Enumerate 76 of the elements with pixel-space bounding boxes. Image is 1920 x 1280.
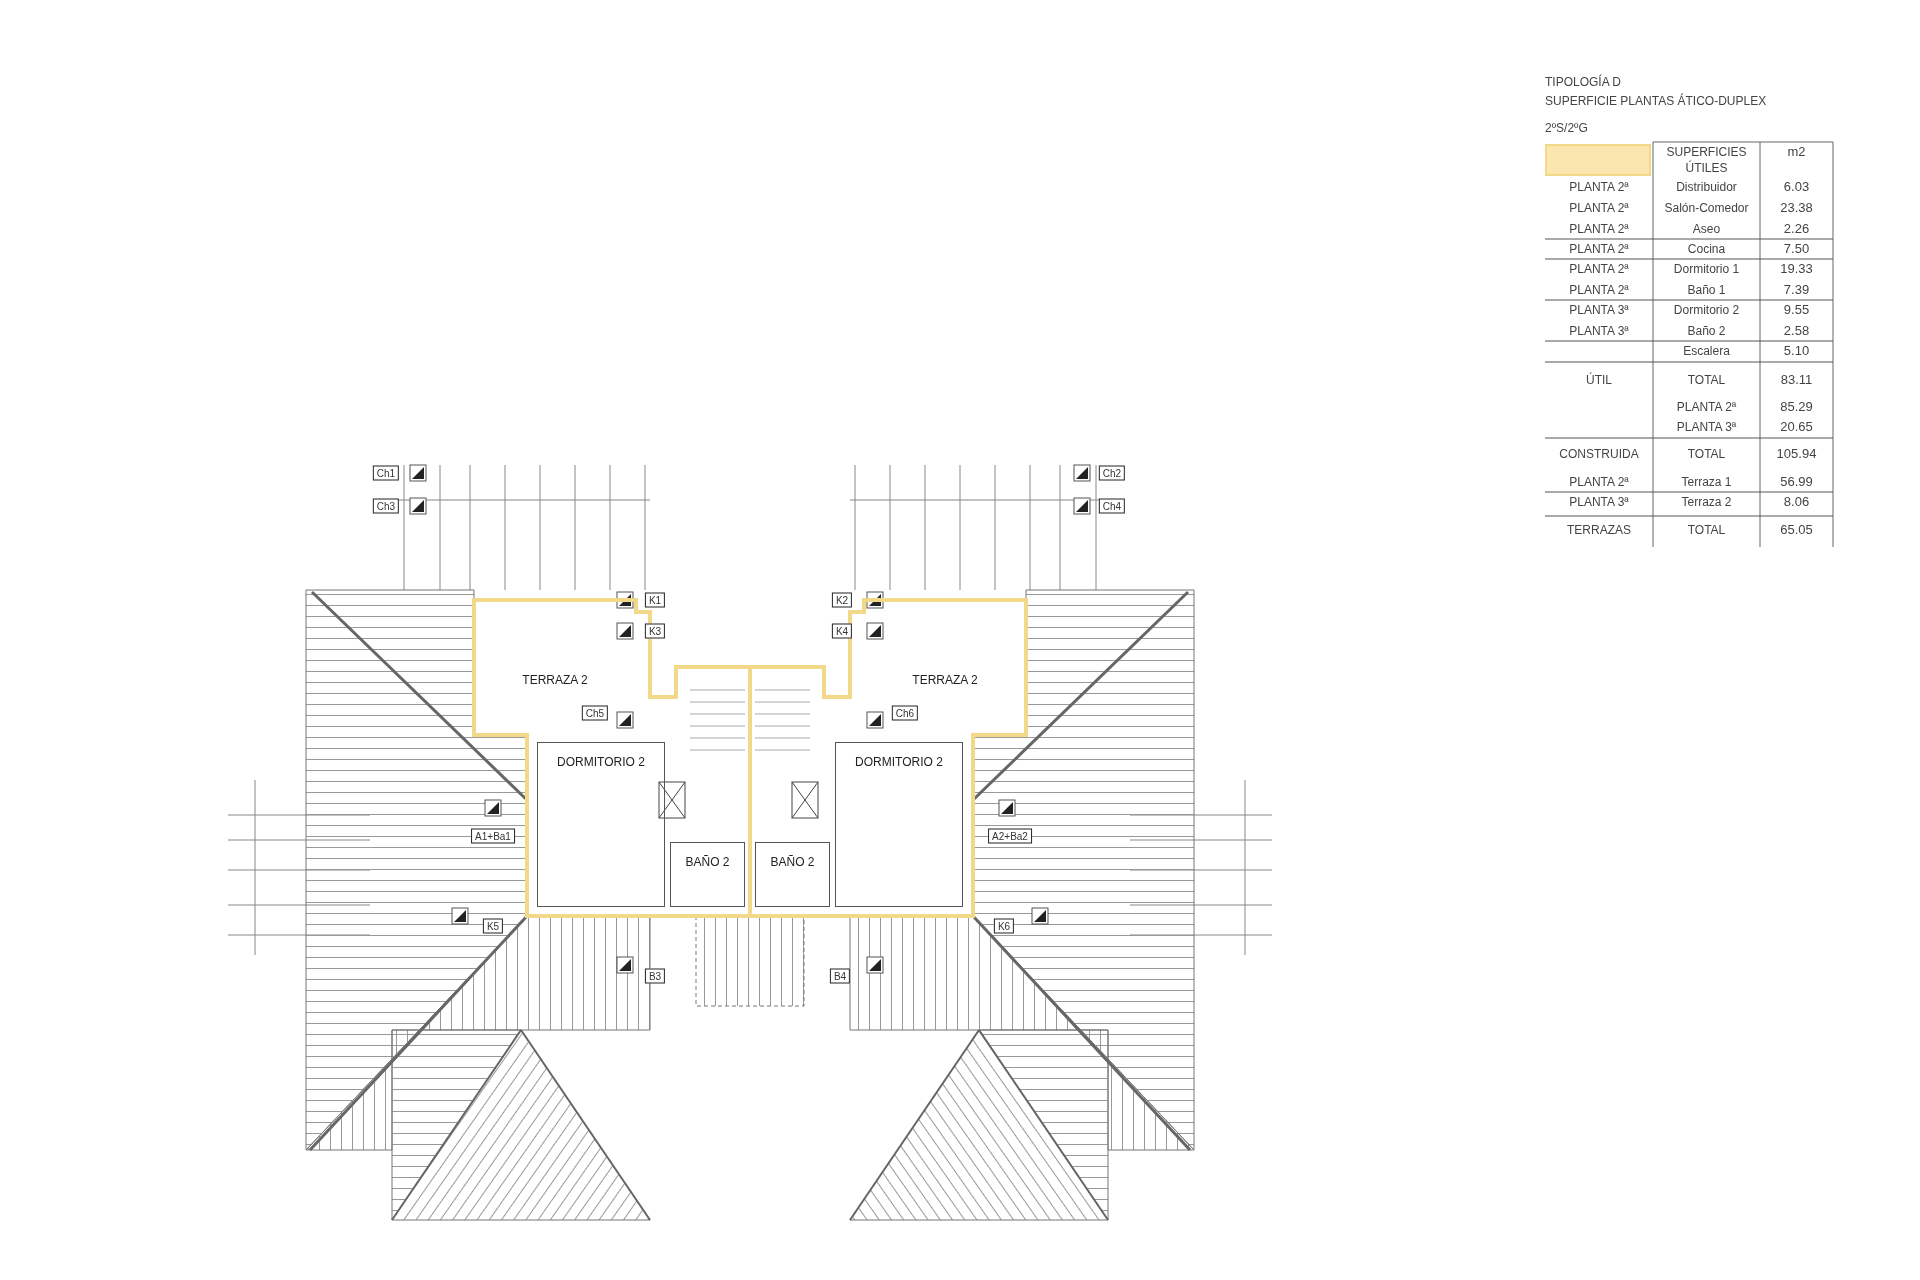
table-cell-text: TOTAL: [1686, 446, 1727, 462]
table-cell-text: 7.50: [1782, 241, 1811, 257]
reference-tag: K1: [644, 592, 666, 608]
table-cell-text: Distribuidor: [1675, 179, 1738, 195]
table-cell-text: PLANTA 3ª: [1568, 494, 1630, 510]
table-cell-text: PLANTA 2ª: [1675, 399, 1738, 415]
table-cell-text: 5.10: [1782, 343, 1811, 359]
table-cell-text: 105.94: [1775, 446, 1818, 462]
reference-tag: Ch6: [891, 705, 919, 721]
table-cell-text: 23.38: [1779, 200, 1814, 216]
table-cell-text: TERRAZAS: [1566, 522, 1632, 538]
reference-tag: K5: [482, 918, 504, 934]
table-cell-text: Baño 1: [1686, 282, 1727, 298]
room-name: DORMITORIO 2: [557, 755, 645, 769]
reference-tag: B3: [644, 968, 666, 984]
table-cell-text: 6.03: [1782, 179, 1811, 195]
reference-tag: Ch2: [1098, 465, 1126, 481]
bathroom-room: [670, 842, 745, 907]
table-cell-text: 56.99: [1779, 474, 1814, 490]
sheet-heading: SUPERFICIE PLANTAS ÁTICO-DUPLEX: [1545, 94, 1767, 108]
room-name: BAÑO 2: [770, 855, 815, 869]
table-cell-text: Aseo: [1691, 221, 1722, 237]
table-cell-text: PLANTA 2ª: [1568, 261, 1630, 277]
table-cell-text: PLANTA 2ª: [1568, 179, 1630, 195]
sheet-heading: TIPOLOGÍA D: [1545, 75, 1622, 89]
table-cell-text: PLANTA 2ª: [1568, 221, 1630, 237]
reference-tag: Ch1: [372, 465, 400, 481]
table-cell-text: 83.11: [1779, 372, 1814, 388]
reference-tag: Ch4: [1098, 498, 1126, 514]
reference-tag: B4: [829, 968, 851, 984]
table-cell-text: PLANTA 3ª: [1568, 302, 1630, 318]
table-cell-text: PLANTA 2ª: [1568, 282, 1630, 298]
table-cell-text: PLANTA 2ª: [1568, 241, 1630, 257]
table-cell-text: 8.06: [1782, 494, 1811, 510]
reference-tag: A1+Ba1: [471, 828, 515, 844]
table-cell-text: 9.55: [1782, 302, 1811, 318]
table-cell-text: 2.26: [1782, 221, 1811, 237]
reference-tag: K3: [644, 623, 666, 639]
room-name: BAÑO 2: [685, 855, 730, 869]
reference-tag: Ch3: [372, 498, 400, 514]
table-cell-text: m2: [1786, 144, 1807, 160]
reference-tag: K6: [993, 918, 1015, 934]
room-name: DORMITORIO 2: [855, 755, 943, 769]
table-cell-text: TOTAL: [1686, 522, 1727, 538]
table-cell-text: Terraza 2: [1680, 494, 1733, 510]
table-cell-text: PLANTA 2ª: [1568, 474, 1630, 490]
unit-reference: 2ºS/2ºG: [1545, 121, 1588, 135]
table-cell-text: 7.39: [1782, 282, 1811, 298]
table-cell-text: 20.65: [1779, 419, 1814, 435]
table-cell-text: Dormitorio 1: [1672, 261, 1741, 277]
bathroom-room: [755, 842, 830, 907]
room-name: TERRAZA 2: [912, 673, 978, 687]
bedroom-room: [835, 742, 963, 907]
table-cell-text: Terraza 1: [1680, 474, 1733, 490]
reference-tag: A2+Ba2: [988, 828, 1032, 844]
bedroom-room: [537, 742, 665, 907]
table-cell-text: Dormitorio 2: [1672, 302, 1741, 318]
table-cell-text: PLANTA 2ª: [1568, 200, 1630, 216]
reference-tag: K2: [831, 592, 853, 608]
table-cell-text: Cocina: [1686, 241, 1727, 257]
table-cell-text: 85.29: [1779, 399, 1814, 415]
table-cell-text: SUPERFICIES ÚTILES: [1665, 144, 1748, 176]
table-cell-text: ÚTIL: [1585, 372, 1613, 388]
table-cell-text: PLANTA 3ª: [1675, 419, 1738, 435]
table-cell-text: Escalera: [1682, 343, 1731, 359]
table-cell-text: Baño 2: [1686, 323, 1727, 339]
table-cell-text: Salón-Comedor: [1663, 200, 1750, 216]
reference-tag: K4: [831, 623, 853, 639]
table-cell-text: TOTAL: [1686, 372, 1727, 388]
table-cell-text: 65.05: [1779, 522, 1814, 538]
table-cell-text: PLANTA 3ª: [1568, 323, 1630, 339]
room-name: TERRAZA 2: [522, 673, 588, 687]
reference-tag: Ch5: [581, 705, 609, 721]
table-cell-text: 2.58: [1782, 323, 1811, 339]
table-cell-text: 19.33: [1779, 261, 1814, 277]
table-cell-text: CONSTRUIDA: [1558, 446, 1640, 462]
